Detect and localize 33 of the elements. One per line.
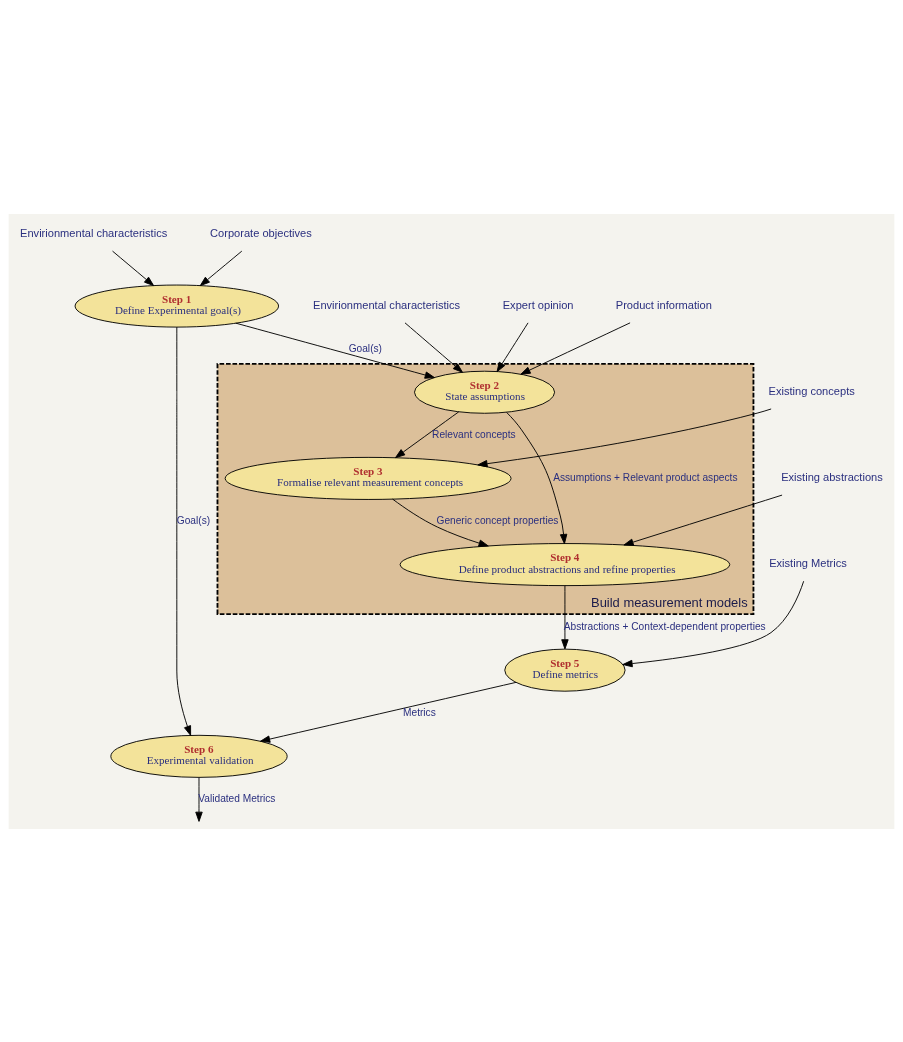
node-text: Existing abstractions [781, 470, 883, 483]
arrow [623, 494, 783, 546]
arrow [404, 321, 463, 373]
arrow [477, 408, 772, 467]
arrow [561, 584, 569, 649]
arrow [260, 681, 517, 743]
node-text: Envirionmental characteristics [313, 298, 461, 311]
node-text: Product information [615, 298, 712, 311]
node-text: Expert opinion [502, 298, 574, 311]
arrow [622, 580, 805, 667]
arrow [506, 411, 568, 544]
arrow [199, 250, 243, 286]
arrow [112, 250, 155, 286]
edge-label: Goal(s) [176, 514, 211, 526]
node-text: Envirionmental characteristics [20, 226, 168, 239]
arrow [176, 326, 192, 736]
edge-label: Assumptions + Relevant product aspects [553, 471, 738, 483]
node-text: Existing Metrics [769, 556, 847, 569]
arrow [195, 776, 203, 822]
node-ellipse: Step 4 Define product abstractions and refine properties [399, 542, 731, 586]
arrow [235, 322, 435, 379]
node-ellipse: Step 1 Define Experimental goal(s) [74, 284, 280, 328]
edge-label: Metrics [403, 706, 436, 718]
edge-label: Relevant concepts [432, 428, 516, 440]
edge-label: Generic concept properties [436, 514, 559, 526]
node-text: Corporate objectives [210, 226, 312, 239]
edge-label: Goal(s) [348, 342, 382, 354]
node-ellipse: Step 5 Define metrics [504, 648, 626, 692]
arrow [520, 321, 631, 375]
arrow [392, 498, 489, 547]
arrow [395, 410, 460, 458]
arrow [496, 321, 529, 372]
node-text: Existing concepts [768, 384, 855, 397]
